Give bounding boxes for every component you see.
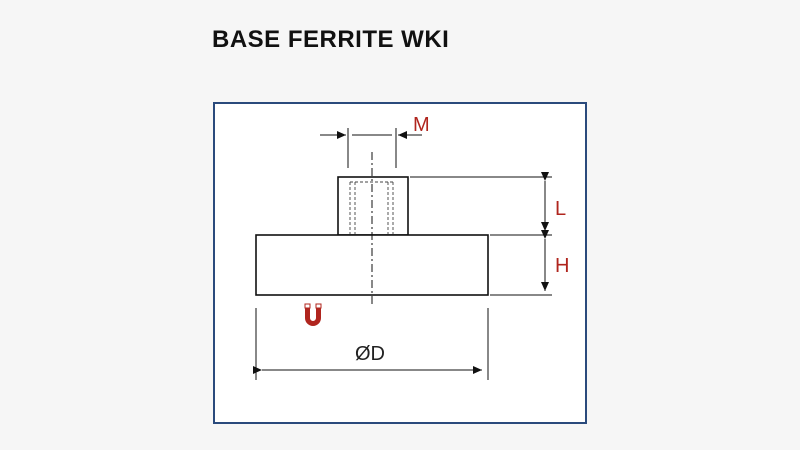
threaded-stud [337,176,409,236]
dimension-l [410,172,552,231]
dimension-m [320,128,422,168]
dimension-h [490,230,552,296]
label-stud-length: L [555,198,566,220]
horseshoe-magnet-icon [304,303,322,326]
dimension-d [253,308,489,380]
label-base-height: H [555,255,569,277]
label-diameter: ØD [355,343,385,365]
page-title: BASE FERRITE WKI [212,26,450,53]
label-thread: M [413,114,430,136]
thread-hidden-lines [349,181,394,234]
